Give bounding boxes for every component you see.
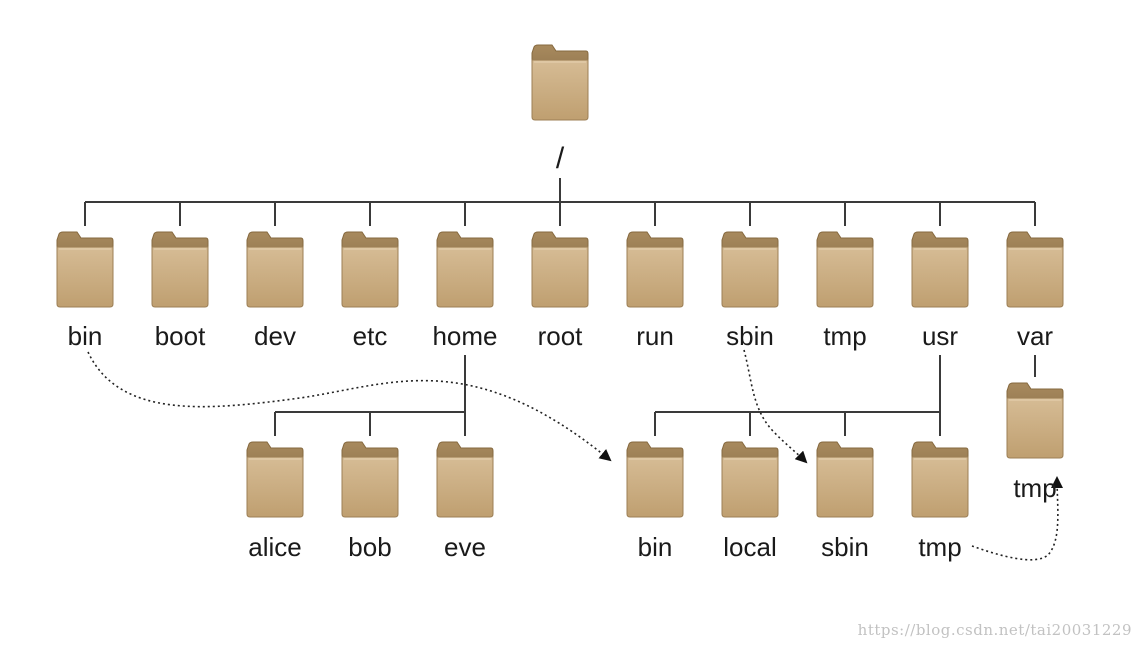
var-tmp-folder-icon (1006, 382, 1064, 459)
sbin-folder-icon (721, 231, 779, 308)
home-folder-icon (436, 231, 494, 308)
eve-folder-icon (436, 441, 494, 518)
alice-label: alice (248, 532, 301, 562)
tmp-label: tmp (823, 321, 866, 351)
usr-label: usr (922, 321, 958, 351)
boot-folder-icon (151, 231, 209, 308)
bob-folder-icon (341, 441, 399, 518)
usr-local-label: local (723, 532, 776, 562)
sbin-label: sbin (726, 321, 774, 351)
eve-label: eve (444, 532, 486, 562)
run-label: run (636, 321, 674, 351)
bin-folder-icon (56, 231, 114, 308)
usr-sbin-label: sbin (821, 532, 869, 562)
etc-label: etc (353, 321, 388, 351)
usr-bin-label: bin (638, 532, 673, 562)
var-folder-icon (1006, 231, 1064, 308)
var-tmp-label: tmp (1013, 473, 1056, 503)
etc-folder-icon (341, 231, 399, 308)
run-folder-icon (626, 231, 684, 308)
symlink-arrow-bin-to-usr-bin (87, 351, 612, 462)
usr-bin-folder-icon (626, 441, 684, 518)
root-folder-icon (531, 44, 589, 121)
symlink-arrows (87, 349, 1064, 561)
watermark-text: https://blog.csdn.net/tai20031229 (857, 621, 1132, 639)
symlink-arrow-sbin-to-usr-sbin (743, 349, 808, 464)
folder-nodes: / bin boot dev etc home root run sbin tmp usr var al… (56, 44, 1064, 562)
dev-folder-icon (246, 231, 304, 308)
dev-label: dev (254, 321, 296, 351)
bob-label: bob (348, 532, 391, 562)
usr-sbin-folder-icon (816, 441, 874, 518)
root-label: / (556, 142, 565, 175)
usr-tmp-label: tmp (918, 532, 961, 562)
usr-local-folder-icon (721, 441, 779, 518)
bin-label: bin (68, 321, 103, 351)
root-dir-folder-icon (531, 231, 589, 308)
home-label: home (432, 321, 497, 351)
var-label: var (1017, 321, 1053, 351)
tree-connectors (84, 178, 1036, 436)
usr-tmp-folder-icon (911, 441, 969, 518)
boot-label: boot (155, 321, 206, 351)
root-dir-label: root (538, 321, 584, 351)
usr-folder-icon (911, 231, 969, 308)
tmp-folder-icon (816, 231, 874, 308)
alice-folder-icon (246, 441, 304, 518)
